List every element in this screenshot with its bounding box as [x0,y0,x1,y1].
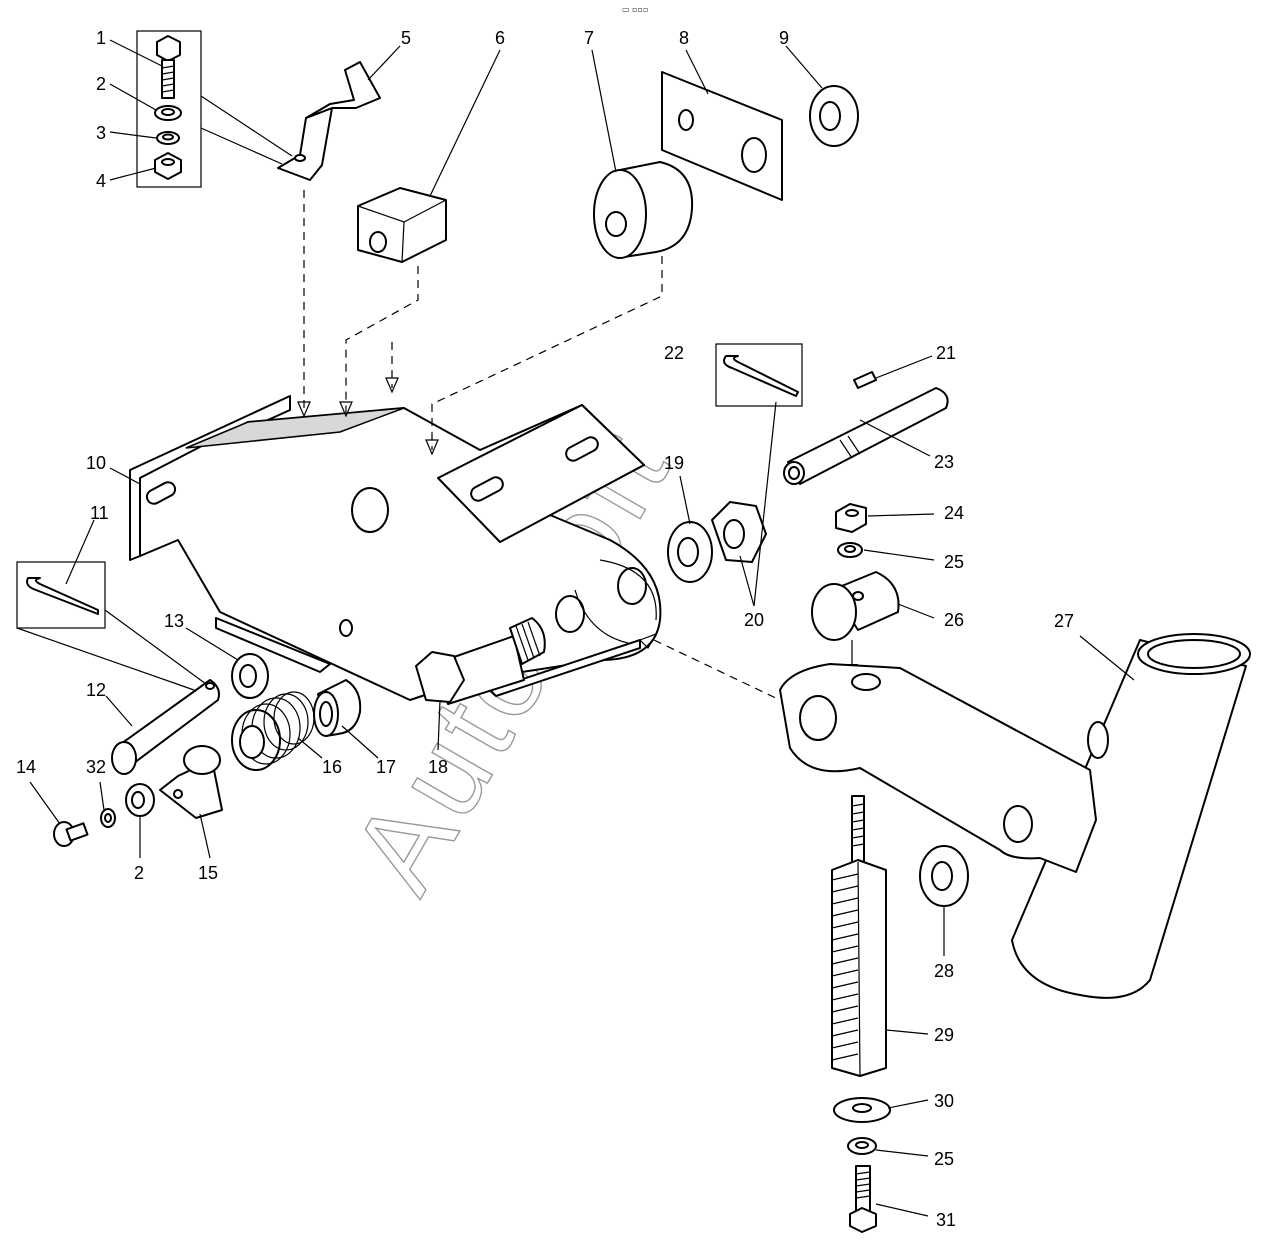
shaft-23 [783,387,949,485]
fastener-group-box [136,30,202,188]
top-mark: ▭ ▫▫▫ [622,5,648,14]
label-25: 25 [944,552,964,572]
label-9: 9 [779,28,789,48]
lock-washer-32 [100,808,116,828]
label-21: 21 [936,343,956,363]
label-24: 24 [944,503,964,523]
label-29: 29 [934,1025,954,1045]
cam-15 [159,745,223,819]
thread-lines [831,861,861,1077]
pivot-26 [811,571,900,678]
label-18: 18 [428,757,448,777]
label-20: 20 [744,610,764,630]
cotter-pin-box-22 [715,343,803,407]
lock-washer-3 [156,131,180,145]
bolt-18 [415,617,546,705]
label-2: 2 [96,74,106,94]
washer-28 [919,845,969,907]
cotter-pin-box-11 [16,561,106,629]
label-19: 19 [664,453,684,473]
label-4: 4 [96,171,106,191]
washer-30 [833,1097,891,1123]
label-10: 10 [86,453,106,473]
label-30: 30 [934,1091,954,1111]
label-2b: 2 [134,863,144,883]
nut-4 [154,152,182,180]
label-15: 15 [198,863,218,883]
label-23: 23 [934,452,954,472]
block-6 [357,187,447,263]
label-11: 11 [90,503,109,523]
assembly-lines [297,190,781,701]
part-labels: 1 2 3 4 5 6 7 8 9 10 11 12 13 14 32 2 15… [16,28,1074,1230]
washer-9 [809,85,859,147]
label-32: 32 [86,757,106,777]
bushing-17 [313,679,362,737]
pin-12 [111,679,220,775]
label-6: 6 [495,28,505,48]
bolt-31 [849,1165,877,1233]
bracket-5 [277,61,381,181]
key-21 [853,371,877,389]
threaded-rod-29 [831,795,887,1077]
cotter-pin-11 [26,577,99,615]
label-25b: 25 [934,1149,954,1169]
washer-19 [667,521,713,583]
label-26: 26 [944,610,964,630]
bolt-1 [156,35,181,99]
label-13: 13 [164,611,184,631]
label-17: 17 [376,757,396,777]
label-1: 1 [96,28,106,48]
washer-2b [125,783,155,817]
label-22: 22 [664,343,684,363]
label-3: 3 [96,123,106,143]
roller-7 [593,161,694,259]
lock-washer-25a [837,542,863,558]
nut-24 [835,503,867,533]
label-28: 28 [934,961,954,981]
lock-washer-25b [847,1137,877,1155]
main-bracket-10 [129,395,662,701]
lever-27 [779,633,1251,999]
cotter-pin-22 [723,355,799,397]
label-7: 7 [584,28,594,48]
washer-2 [154,105,182,121]
label-14: 14 [16,757,36,777]
label-8: 8 [679,28,689,48]
label-31: 31 [936,1210,956,1230]
screw-14 [53,821,89,847]
label-16: 16 [322,757,342,777]
spring-16 [231,691,315,771]
plate-8 [661,71,783,201]
label-27: 27 [1054,611,1074,631]
label-12: 12 [86,680,106,700]
leader-lines [16,39,1135,1217]
castle-nut-20 [711,501,767,563]
washer-13 [231,653,269,699]
label-5: 5 [401,28,411,48]
